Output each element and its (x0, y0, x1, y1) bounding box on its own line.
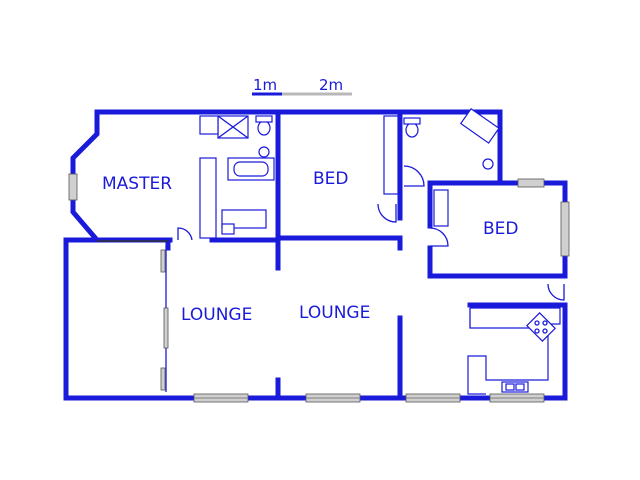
sliding-door (97, 240, 169, 392)
windows (68, 173, 570, 403)
room-label-bed-2: BED (483, 219, 519, 239)
window-bed-2-side (560, 201, 570, 257)
room-label-master: MASTER (102, 174, 172, 194)
fixtures (199, 107, 561, 395)
window-master (68, 173, 78, 201)
scale-label-1m: 1m (253, 76, 277, 94)
room-label-bed-1: BED (313, 169, 349, 189)
room-label-lounge-2: LOUNGE (299, 303, 370, 323)
scale-bar: 1m 2m (252, 76, 352, 96)
doors (177, 165, 565, 301)
toilet-icon (257, 120, 271, 136)
window-bed-2-top (517, 178, 545, 188)
scale-label-2m: 2m (319, 76, 343, 94)
room-label-lounge-1: LOUNGE (181, 305, 252, 325)
room-labels: MASTER BED BED LOUNGE LOUNGE (102, 169, 519, 325)
